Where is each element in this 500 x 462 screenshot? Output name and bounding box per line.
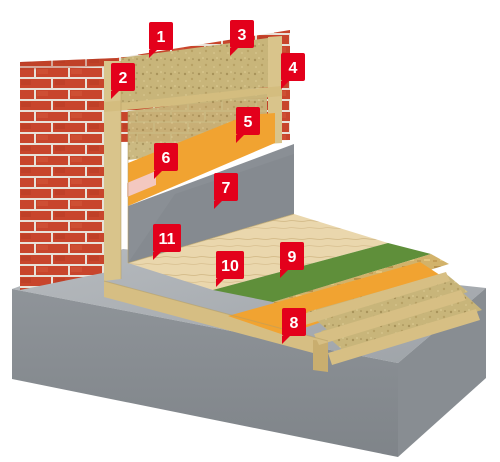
floor-joist-2	[314, 290, 466, 345]
svg-text:11: 11	[159, 231, 176, 248]
timber-post-left	[104, 61, 121, 281]
marker-8: 8	[282, 308, 306, 344]
marker-10: 10	[216, 251, 244, 287]
marker-9: 9	[280, 242, 304, 278]
green-acoustic-layer	[213, 243, 431, 302]
marker-1: 1	[149, 22, 173, 58]
svg-text:5: 5	[244, 114, 253, 131]
svg-text:3: 3	[238, 27, 247, 44]
marker-11: 11	[153, 224, 181, 260]
concrete-slab-front	[12, 289, 398, 457]
svg-text:10: 10	[221, 258, 239, 275]
marker-2: 2	[111, 63, 135, 99]
svg-text:6: 6	[162, 150, 171, 167]
svg-text:4: 4	[289, 60, 298, 77]
floor-joist-3	[328, 309, 480, 365]
svg-text:2: 2	[119, 70, 128, 87]
timber-rail-top	[104, 86, 282, 112]
floor-mineral-wool-1	[307, 273, 468, 334]
concrete-slab-side	[398, 288, 486, 457]
svg-text:1: 1	[157, 29, 166, 46]
floor-joist-1	[300, 272, 450, 325]
brick-wall-edge-shadow	[20, 58, 117, 70]
svg-text:9: 9	[288, 249, 297, 266]
marker-7: 7	[214, 173, 238, 209]
pink-sealing-strip	[127, 171, 156, 197]
marker-6: 6	[154, 143, 178, 179]
floor-frame-front-beam	[104, 281, 328, 357]
marker-3: 3	[230, 20, 254, 56]
frame-outline	[103, 61, 329, 342]
marker-4: 4	[281, 53, 305, 89]
floor-frame-end-post	[313, 340, 328, 372]
plywood-floor-board	[128, 214, 388, 290]
svg-text:8: 8	[290, 315, 299, 332]
svg-text:7: 7	[222, 180, 231, 197]
brick-wall-front	[20, 58, 117, 290]
marker-5: 5	[236, 107, 260, 143]
